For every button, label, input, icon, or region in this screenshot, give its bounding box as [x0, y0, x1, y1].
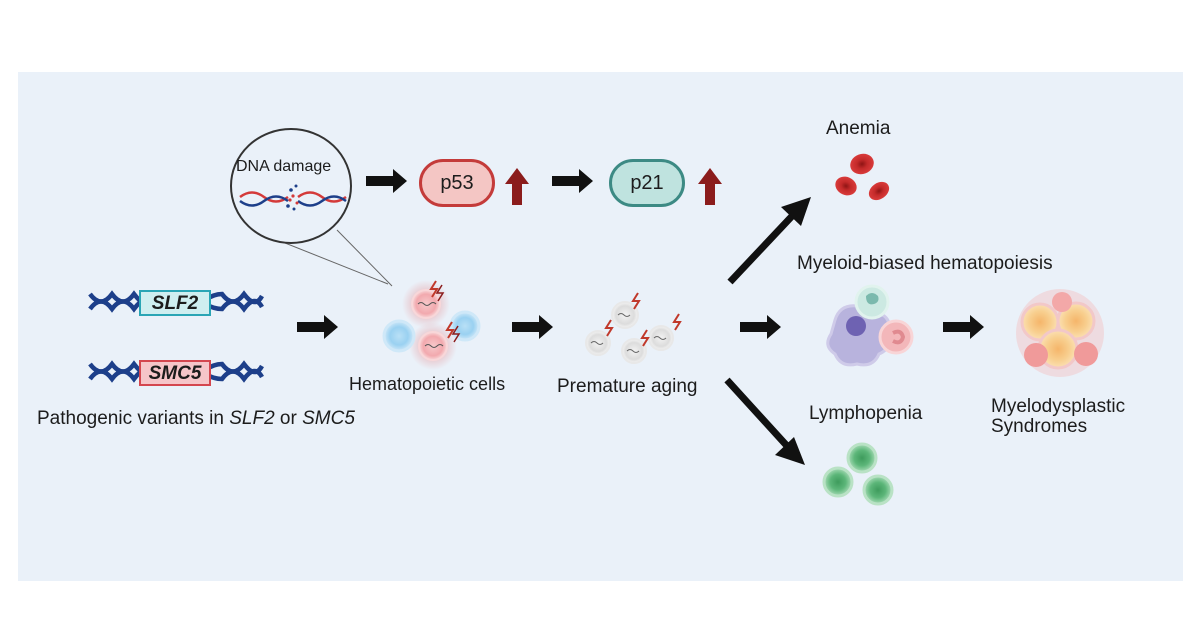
red-blood-cells — [835, 153, 890, 201]
caption-mid: or — [274, 408, 303, 429]
arrow-genes-to-cells — [297, 315, 338, 339]
mds-cells — [1016, 289, 1104, 377]
premature-aging-label: Premature aging — [557, 376, 698, 397]
flow-arrows — [297, 169, 984, 339]
smc5-gene-box: SMC5 — [139, 360, 211, 386]
caption-gene2: SMC5 — [302, 408, 355, 429]
mds-label-line2: Syndromes — [991, 416, 1088, 437]
arrow-aging-to-myeloid — [740, 315, 781, 339]
arrow-to-anemia — [727, 211, 797, 285]
lymphopenia-label: Lymphopenia — [809, 403, 923, 424]
myeloid-biased-label: Myeloid-biased hematopoiesis — [797, 253, 1053, 274]
hematopoietic-cells-label: Hematopoietic cells — [349, 374, 506, 394]
p53-pill: p53 — [419, 159, 495, 207]
increase-arrows — [505, 168, 722, 205]
pathogenic-variants-caption: Pathogenic variants in SLF2 or SMC5 — [37, 409, 355, 428]
dna-damage-zoom — [230, 128, 393, 287]
diagonal-arrows — [724, 197, 811, 465]
mds-label-line1: Myelodysplastic — [991, 396, 1126, 417]
dna-damage-label: DNA damage — [236, 158, 332, 175]
arrow-p53-to-p21 — [552, 169, 593, 193]
slf2-gene-box: SLF2 — [139, 290, 211, 316]
caption-gene1: SLF2 — [229, 408, 275, 429]
arrow-to-lymphopenia — [724, 377, 791, 450]
caption-prefix: Pathogenic variants in — [37, 408, 230, 429]
anemia-label: Anemia — [826, 118, 891, 139]
diagram-background — [18, 72, 1183, 581]
p53-up-arrow — [505, 168, 529, 205]
arrow-cells-to-aging — [512, 315, 553, 339]
lymphocytes — [822, 442, 894, 506]
arrow-zoom-to-p53 — [366, 169, 407, 193]
p21-up-arrow — [698, 168, 722, 205]
myeloid-cells — [826, 284, 914, 367]
aged-cells — [585, 292, 682, 364]
hematopoietic-cells — [382, 280, 481, 370]
p21-pill: p21 — [609, 159, 685, 207]
arrow-myeloid-to-mds — [943, 315, 984, 339]
